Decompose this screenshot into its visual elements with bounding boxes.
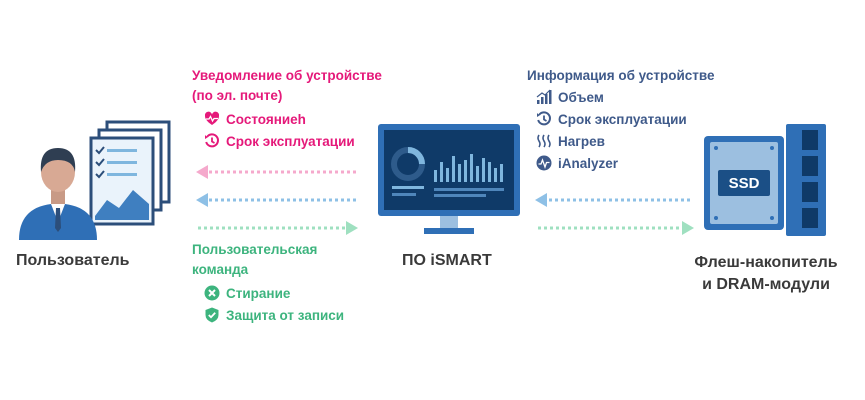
heat-icon [536,133,552,149]
command-arrow-right [538,221,694,235]
user-command-title-line1: Пользовательская [192,242,318,257]
user-label: Пользователь [16,252,130,269]
info-arrow [535,193,690,207]
device-info-item-label: Нагрев [558,133,605,149]
notification-title-line2: (по эл. почте) [192,88,283,103]
device-label-line1: Флеш-накопитель [694,254,838,271]
device-info-item-label: Объем [558,89,604,105]
device-info-block: Информация об устройстве Объем Срок эксп… [527,66,715,174]
device-info-item-label: Срок эксплуатации [558,111,687,127]
device-info-item-lifetime: Срок эксплуатации [536,108,715,130]
command-arrow-left [198,221,358,235]
user-command-item-erase: Стирание [204,282,344,304]
notification-arrow [196,165,356,179]
device-label: Флеш-накопитель и DRAM-модули [690,252,842,296]
notification-item-lifetime: Срок эксплуатации [204,130,382,152]
notification-item-label: Срок эксплуатации [226,133,355,149]
ssd-dram-icon: SSD [704,122,834,240]
notification-title-line1: Уведомление об устройстве [192,68,382,83]
shield-check-icon [204,307,220,323]
notification-item-label: Состояниеh [226,111,306,127]
notification-item-status: Состояниеh [204,108,382,130]
data-arrow-left [196,193,356,207]
clock-icon [536,111,552,127]
clock-icon [204,133,220,149]
user-command-item-label: Защита от записи [226,307,345,323]
analyzer-icon [536,155,552,171]
device-info-title: Информация об устройстве [527,68,715,83]
heartbeat-icon [204,111,220,127]
device-label-line2: и DRAM-модули [702,276,830,293]
device-info-item-capacity: Объем [536,86,715,108]
ssd-text: SSD [728,175,760,192]
software-label: ПО iSMART [402,252,492,269]
user-command-block: Пользовательская команда Стирание Защита… [192,240,344,326]
user-command-item-write-protect: Защита от записи [204,304,344,326]
user-command-title-line2: команда [192,262,249,277]
user-with-documents-icon [15,112,175,242]
capacity-bars-icon [536,89,552,105]
device-info-item-heat: Нагрев [536,130,715,152]
device-info-item-label: iAnalyzer [558,155,619,171]
erase-x-icon [204,285,220,301]
monitor-icon [378,124,520,236]
user-command-item-label: Стирание [226,285,291,301]
notification-block: Уведомление об устройстве (по эл. почте)… [192,66,382,152]
device-info-item-ianalyzer: iAnalyzer [536,152,715,174]
